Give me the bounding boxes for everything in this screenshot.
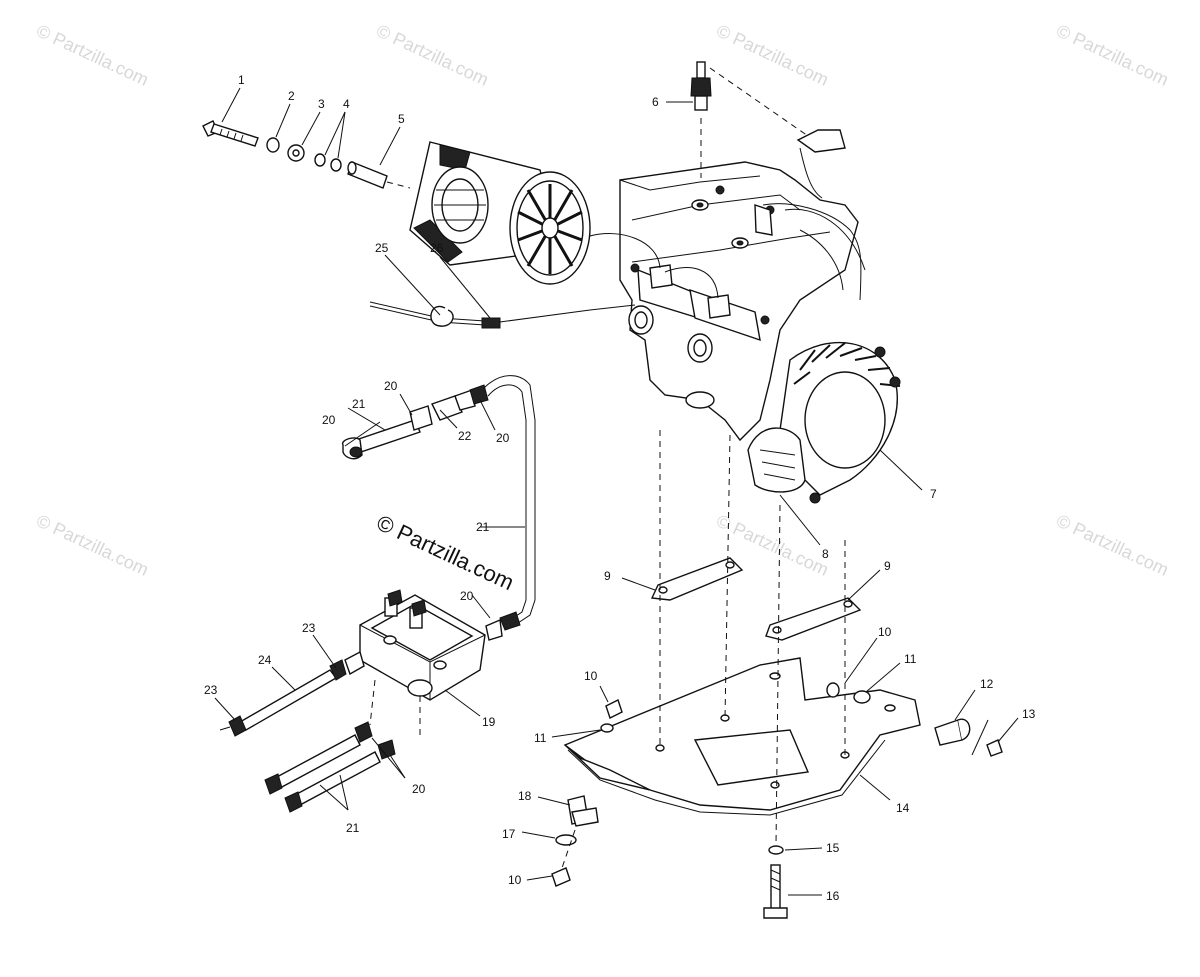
drive-clutch: [409, 141, 591, 285]
leader-lines: [214, 87, 1019, 896]
callout-label: 23: [302, 621, 316, 635]
callout-label: 11: [904, 652, 917, 666]
callout-label: 7: [930, 487, 937, 501]
watermark: © Partzilla.com: [33, 20, 151, 89]
callout-label: 20: [496, 431, 510, 445]
spark-plug: [690, 61, 809, 178]
callout-label: 4: [343, 97, 350, 111]
engine: [589, 129, 901, 504]
callout-label: 23: [204, 683, 218, 697]
callout-label: 15: [826, 841, 840, 855]
callout-label: 24: [258, 653, 272, 667]
watermark: © Partzilla.com: [33, 510, 151, 579]
fuel-pump: [359, 589, 486, 735]
callout-label: 20: [460, 589, 474, 603]
callout-label: 13: [1022, 707, 1036, 721]
callout-label: 19: [482, 715, 496, 729]
callout-labels: 1 2 3 4 5 6 7 8 9 9 10 10 10 11 11 12 13…: [204, 73, 1036, 903]
callout-label: 25: [375, 241, 389, 255]
watermarks: © Partzilla.com © Partzilla.com © Partzi…: [33, 20, 1171, 595]
throttle-cable: [369, 301, 636, 329]
callout-label: 14: [896, 801, 910, 815]
callout-label: 6: [652, 95, 659, 109]
callout-label: 10: [508, 873, 522, 887]
callout-label: 8: [822, 547, 829, 561]
mount-hardware: [551, 682, 1003, 919]
watermark-main: © Partzilla.com: [373, 510, 518, 595]
callout-label: 10: [584, 669, 598, 683]
callout-label: 16: [826, 889, 840, 903]
callout-label: 20: [322, 413, 336, 427]
callout-label: 20: [384, 379, 398, 393]
watermark: © Partzilla.com: [1053, 510, 1171, 579]
watermark: © Partzilla.com: [373, 20, 491, 89]
watermark: © Partzilla.com: [1053, 20, 1171, 89]
callout-label: 18: [518, 789, 532, 803]
alignment-lines: [659, 430, 846, 846]
fuel-filter-assembly: [341, 375, 536, 641]
callout-label: 21: [352, 397, 366, 411]
callout-label: 21: [476, 520, 490, 534]
callout-label: 9: [884, 559, 891, 573]
callout-label: 11: [534, 731, 547, 745]
callout-label: 17: [502, 827, 516, 841]
watermark: © Partzilla.com: [713, 20, 831, 89]
callout-label: 1: [238, 73, 245, 87]
callout-label: 12: [980, 677, 994, 691]
pulse-hoses: [219, 650, 396, 813]
callout-label: 5: [398, 112, 405, 126]
callout-label: 9: [604, 569, 611, 583]
callout-label: 10: [878, 625, 892, 639]
callout-label: 20: [412, 782, 426, 796]
callout-label: 26: [430, 241, 444, 255]
engine-mount-plate: [563, 657, 921, 816]
callout-label: 22: [458, 429, 472, 443]
rubber-mounts: [650, 557, 862, 641]
clutch-bolt-assembly: [202, 120, 411, 189]
callout-label: 2: [288, 89, 295, 103]
callout-label: 21: [346, 821, 360, 835]
callout-label: 3: [318, 97, 325, 111]
